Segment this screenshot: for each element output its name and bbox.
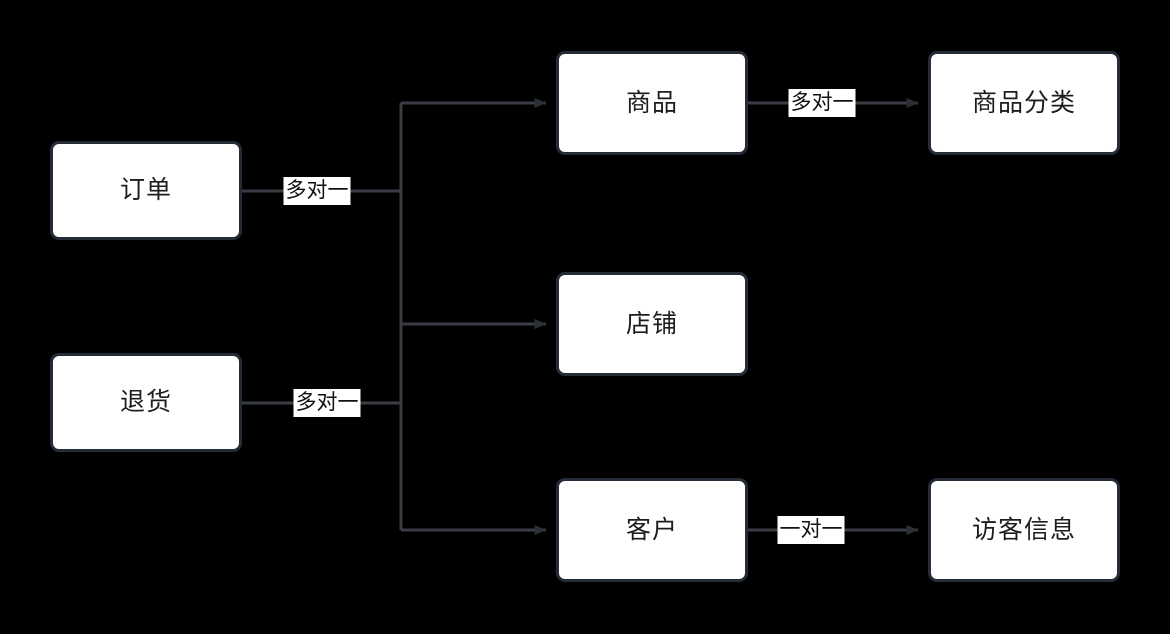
node-return[interactable]: 退货 <box>50 353 242 452</box>
node-product-category-label: 商品分类 <box>971 88 1076 117</box>
node-visitor-info-label: 访客信息 <box>971 515 1076 544</box>
node-shop[interactable]: 店铺 <box>556 272 748 376</box>
node-product-category[interactable]: 商品分类 <box>928 51 1120 155</box>
edge-label-product-to-category: 多对一 <box>788 89 856 117</box>
node-product[interactable]: 商品 <box>556 51 748 155</box>
node-product-label: 商品 <box>625 88 678 117</box>
edge-label-return-to-trunk: 多对一 <box>293 389 361 417</box>
node-visitor-info[interactable]: 访客信息 <box>928 478 1120 582</box>
node-customer-label: 客户 <box>625 515 678 544</box>
edge-label-order-to-trunk: 多对一 <box>283 177 351 205</box>
node-return-label: 退货 <box>119 388 172 416</box>
node-customer[interactable]: 客户 <box>556 478 748 582</box>
node-shop-label: 店铺 <box>625 309 678 338</box>
edge-label-customer-to-visitor: 一对一 <box>777 516 845 544</box>
node-order-label: 订单 <box>119 176 172 204</box>
node-order[interactable]: 订单 <box>50 141 242 240</box>
